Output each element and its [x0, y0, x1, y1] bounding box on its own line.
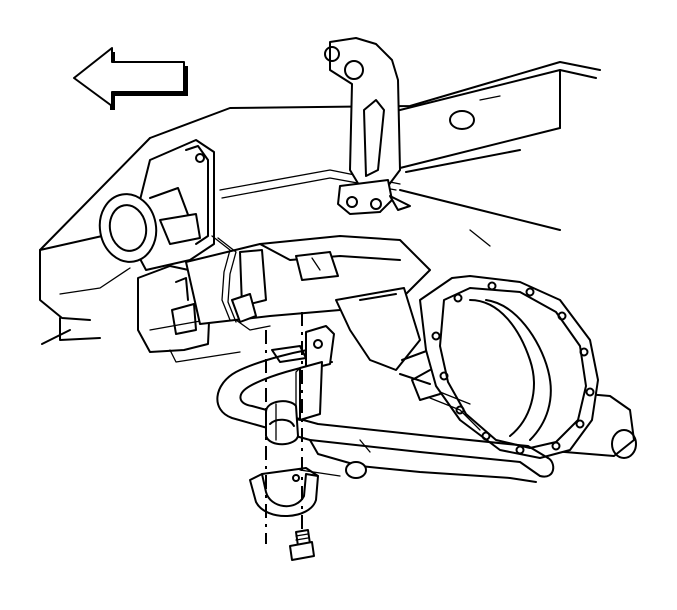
stabilizer-clamp [249, 467, 319, 517]
brake-line-routing [169, 235, 271, 363]
clamp-bolt [289, 529, 315, 561]
stabilizer-bushing [265, 400, 299, 446]
differential-cover [411, 275, 599, 459]
frame-rail [39, 61, 601, 345]
shock-absorber-bracket [324, 37, 411, 215]
frame-crossmember [98, 139, 215, 271]
stabilizer-bar [216, 345, 555, 483]
stabilizer-link-bracket [271, 325, 335, 421]
left-arrow-icon [73, 47, 188, 110]
